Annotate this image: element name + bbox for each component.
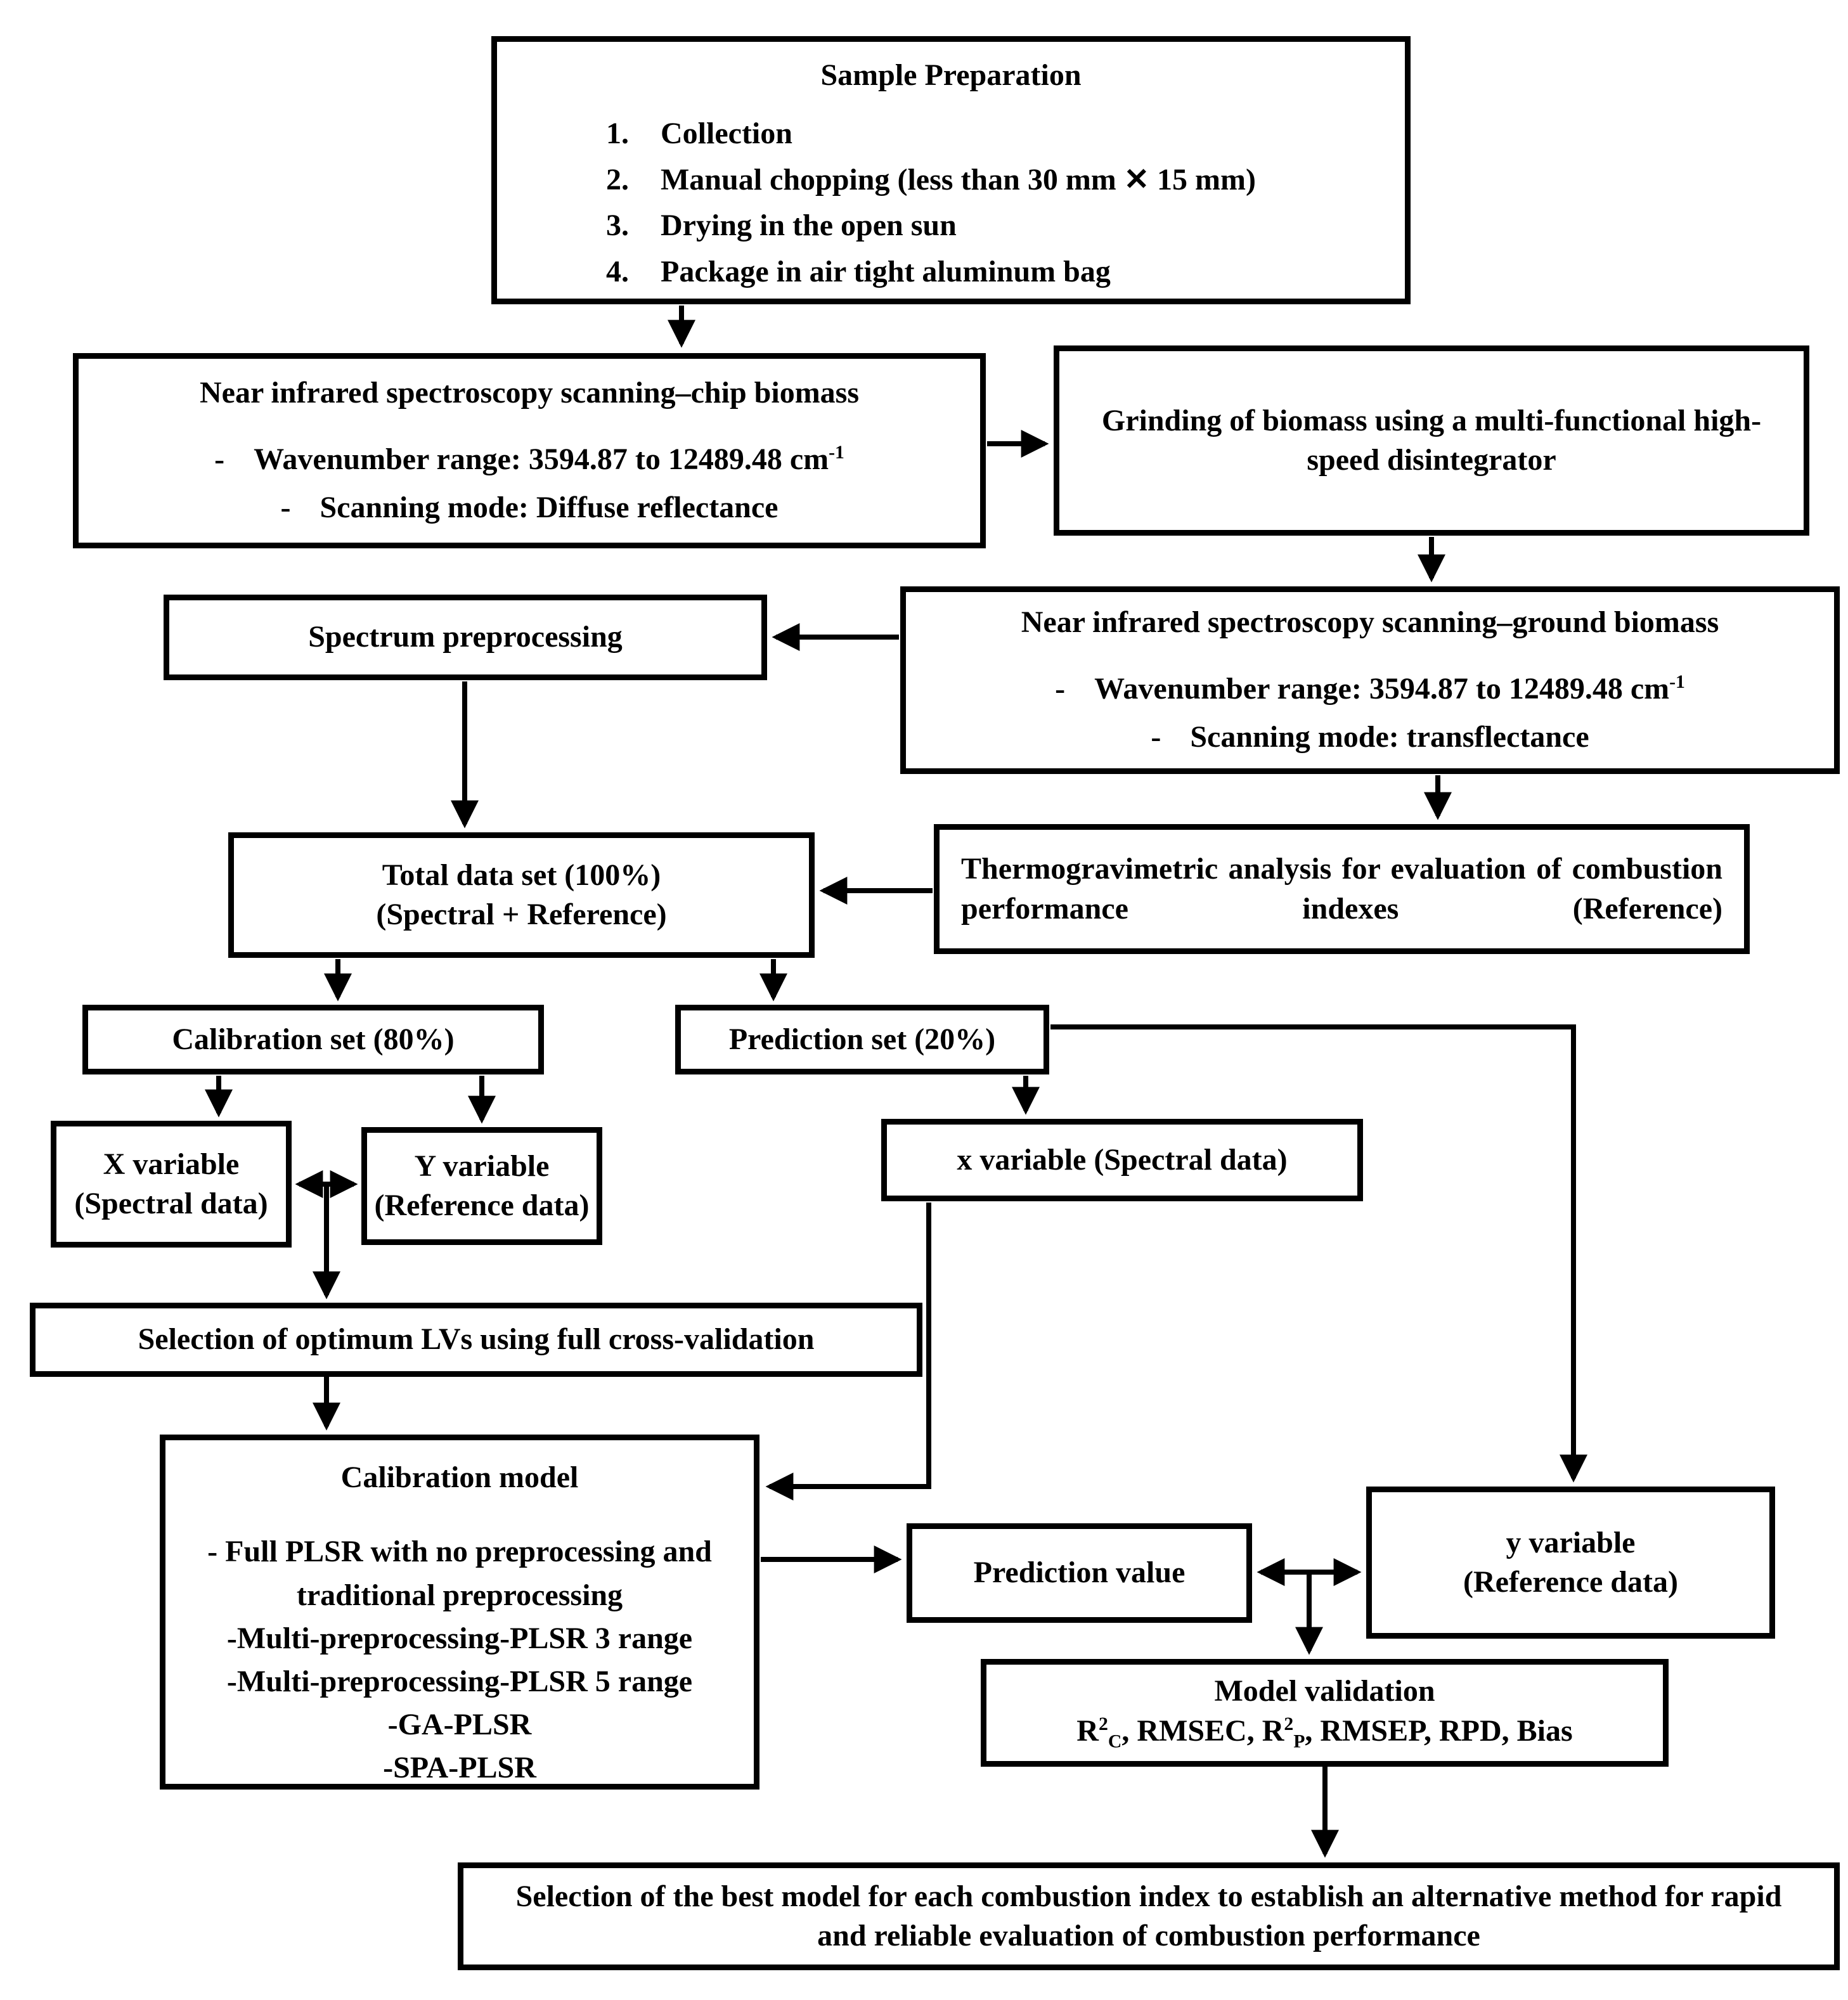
bullet-dash: -: [1151, 720, 1161, 754]
calibration-set-text: Calibration set (80%): [172, 1022, 455, 1056]
model-item: -GA-PLSR: [387, 1708, 532, 1742]
bullet-line: - Wavenumber range: 3594.87 to 12489.48 …: [214, 440, 844, 479]
list-number: 2.: [606, 162, 629, 197]
y-variable-box: Y variable (Reference data): [361, 1127, 602, 1245]
grinding-box: Grinding of biomass using a multi-functi…: [1054, 345, 1809, 536]
thermogravimetric-text: Thermogravimetric analysis for evaluatio…: [961, 852, 1722, 926]
bullet-text: Scanning mode: transflectance: [1190, 720, 1589, 754]
grinding-text: Grinding of biomass using a multi-functi…: [1101, 403, 1762, 477]
model-item: - Full PLSR with no preprocessing and tr…: [207, 1535, 712, 1612]
bullet-dash: -: [1055, 671, 1066, 706]
prediction-value-box: Prediction value: [907, 1523, 1252, 1623]
list-number: 1.: [606, 117, 629, 151]
sample-preparation-box: Sample Preparation 1. Collection 2. Manu…: [491, 36, 1411, 304]
superscript: 2: [1098, 1713, 1108, 1734]
final-selection-box: Selection of the best model for each com…: [458, 1862, 1840, 1970]
superscript: -1: [1669, 671, 1685, 692]
list-number: 3.: [606, 209, 629, 243]
x-variable-prediction-box: x variable (Spectral data): [881, 1119, 1363, 1201]
x-variable-box: X variable (Spectral data): [51, 1121, 292, 1248]
model-validation-metrics: R2C, RMSEC, R2P, RMSEP, RPD, Bias: [1076, 1713, 1573, 1752]
list-item: Manual chopping (less than 30 mm ✕ 15 mm…: [661, 162, 1256, 197]
prediction-set-box: Prediction set (20%): [675, 1005, 1049, 1074]
bullet-line: - Scanning mode: Diffuse reflectance: [214, 488, 844, 527]
bullet-dash: -: [280, 491, 291, 525]
nir-chip-title: Near infrared spectroscopy scanning–chip…: [199, 376, 860, 410]
nir-ground-biomass-box: Near infrared spectroscopy scanning–grou…: [900, 586, 1840, 774]
bullet-dash: -: [214, 442, 225, 476]
prediction-set-text: Prediction set (20%): [728, 1022, 996, 1056]
list-item: Package in air tight aluminum bag: [661, 254, 1111, 288]
superscript: 2: [1284, 1713, 1294, 1734]
y-variable-prediction-line1: y variable: [1506, 1525, 1636, 1559]
model-item: -SPA-PLSR: [383, 1751, 536, 1785]
model-validation-box: Model validation R2C, RMSEC, R2P, RMSEP,…: [981, 1659, 1669, 1767]
calibration-set-box: Calibration set (80%): [82, 1005, 544, 1074]
model-validation-title: Model validation: [1214, 1674, 1435, 1708]
final-selection-text: Selection of the best model for each com…: [515, 1879, 1782, 1952]
list-number: 4.: [606, 254, 629, 288]
y-variable-line1: Y variable: [414, 1149, 550, 1183]
sample-preparation-title: Sample Preparation: [820, 58, 1082, 92]
calibration-model-items: - Full PLSR with no preprocessing and tr…: [178, 1530, 741, 1790]
model-item: -Multi-preprocessing-PLSR 5 range: [226, 1664, 693, 1698]
bullet-line: - Wavenumber range: 3594.87 to 12489.48 …: [1055, 669, 1685, 709]
spectrum-preprocessing-text: Spectrum preprocessing: [308, 620, 623, 654]
calibration-model-box: Calibration model - Full PLSR with no pr…: [160, 1435, 759, 1790]
lv-selection-text: Selection of optimum LVs using full cros…: [138, 1322, 815, 1357]
nir-chip-bullets: - Wavenumber range: 3594.87 to 12489.48 …: [214, 440, 844, 528]
list-item: Drying in the open sun: [661, 209, 957, 243]
y-variable-line2: (Reference data): [374, 1189, 590, 1222]
y-variable-prediction-box: y variable (Reference data): [1366, 1487, 1775, 1639]
calibration-model-title: Calibration model: [340, 1461, 579, 1494]
subscript: P: [1293, 1731, 1305, 1752]
nir-ground-bullets: - Wavenumber range: 3594.87 to 12489.48 …: [1055, 669, 1685, 758]
bullet-text: Wavenumber range: 3594.87 to 12489.48 cm…: [254, 441, 844, 476]
bullet-text: Scanning mode: Diffuse reflectance: [320, 491, 779, 525]
thermogravimetric-box: Thermogravimetric analysis for evaluatio…: [934, 824, 1750, 954]
arrow-predset-to-yvariablepred: [1050, 1024, 1587, 1483]
subscript: C: [1108, 1731, 1122, 1752]
total-data-set-box: Total data set (100%) (Spectral + Refere…: [228, 832, 815, 958]
sample-preparation-list: 1. Collection 2. Manual chopping (less t…: [606, 114, 1256, 292]
nir-chip-biomass-box: Near infrared spectroscopy scanning–chip…: [73, 353, 986, 548]
prediction-value-text: Prediction value: [973, 1556, 1186, 1590]
bullet-text: Wavenumber range: 3594.87 to 12489.48 cm…: [1094, 671, 1685, 706]
y-variable-prediction-line2: (Reference data): [1463, 1565, 1678, 1599]
lv-selection-box: Selection of optimum LVs using full cros…: [30, 1303, 922, 1377]
x-variable-line1: X variable: [103, 1147, 240, 1181]
model-item: -Multi-preprocessing-PLSR 3 range: [226, 1621, 693, 1655]
x-variable-line2: (Spectral data): [74, 1187, 268, 1220]
x-variable-prediction-text: x variable (Spectral data): [957, 1142, 1288, 1177]
total-data-line1: Total data set (100%): [382, 858, 661, 892]
bullet-line: - Scanning mode: transflectance: [1055, 718, 1685, 757]
spectrum-preprocessing-box: Spectrum preprocessing: [164, 595, 767, 680]
nir-ground-title: Near infrared spectroscopy scanning–grou…: [1021, 605, 1719, 640]
total-data-line2: (Spectral + Reference): [376, 898, 667, 931]
superscript: -1: [829, 441, 844, 463]
list-item: Collection: [661, 117, 792, 151]
